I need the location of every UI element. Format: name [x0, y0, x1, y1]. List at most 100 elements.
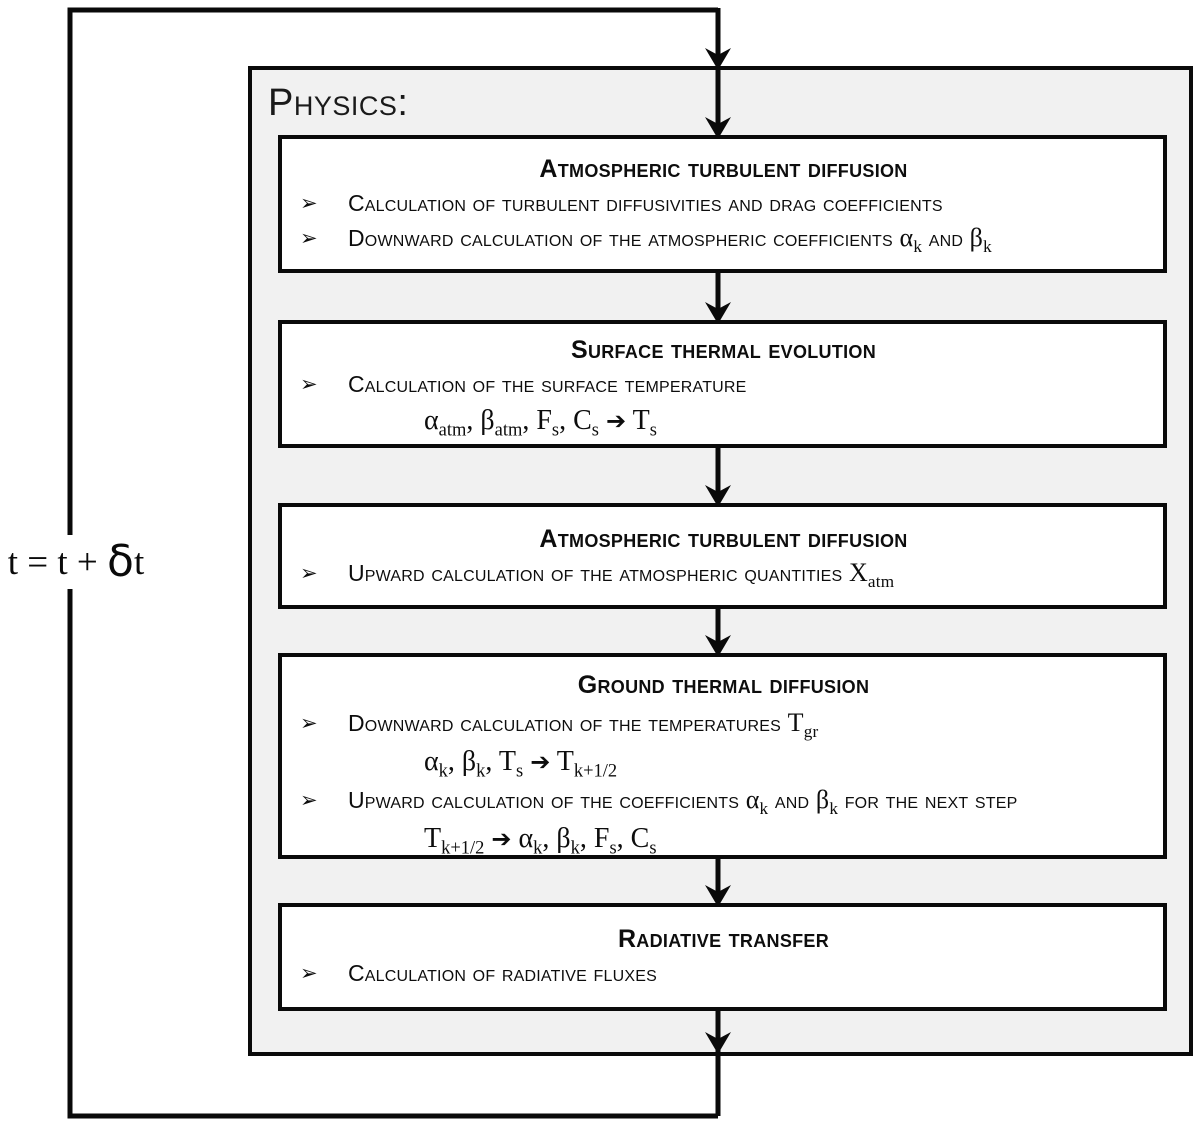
box-title: Radiative transfer	[617, 925, 830, 953]
symbol-t-gr: Tgr	[787, 708, 819, 740]
text-segment: Downward calculation of the atmospheric …	[348, 225, 900, 251]
text-segment: for the next step	[838, 787, 1018, 813]
symbol: α	[745, 785, 760, 814]
subscript: s	[609, 837, 617, 858]
formula-surface-temperature: αatm, βatm, Fs, Cs ➔ Ts	[424, 402, 1147, 440]
text-segment: Upward calculation of the coefficients	[348, 787, 746, 813]
formula-segment: , F	[579, 823, 610, 854]
formula-segment: ,	[466, 405, 481, 436]
subscript: k	[913, 237, 923, 257]
symbol-beta: βk	[969, 223, 992, 255]
formula-segment: T	[424, 823, 442, 854]
symbol: β	[815, 785, 830, 814]
formula-downward-temperatures: αk, βk, Ts ➔ Tk+1/2	[424, 743, 1147, 781]
text-segment: Calculation of the surface temperature	[348, 371, 747, 397]
box-atmospheric-turbulent-diffusion-down: Atmospheric turbulent diffusion ➢ Calcula…	[278, 135, 1167, 273]
right-arrow-icon: ➔	[530, 748, 551, 776]
subscript: atm	[867, 572, 895, 592]
bullet-item: ➢ Calculation of radiative fluxes	[300, 956, 1147, 991]
bullet-arrow-icon: ➢	[300, 191, 318, 215]
bullet-arrow-icon: ➢	[300, 711, 318, 735]
subscript: k	[829, 799, 839, 819]
bullet-text: Downward calculation of the temperatures…	[348, 704, 818, 742]
subscript: s	[649, 837, 657, 858]
symbol-alpha: αk	[745, 785, 769, 817]
subscript: k	[570, 837, 580, 858]
subscript: k+1/2	[441, 837, 485, 858]
bullet-arrow-icon: ➢	[300, 961, 318, 985]
formula-segment: ,	[542, 823, 557, 854]
physics-container: Physics: Atmospheric turbulent diffusion…	[248, 66, 1193, 1056]
bullet-arrow-icon: ➢	[300, 561, 318, 585]
box-title: Atmospheric turbulent diffusion	[539, 155, 908, 183]
bullet-item: ➢ Upward calculation of the coefficients …	[300, 781, 1147, 820]
formula-segment: T	[550, 746, 574, 777]
formula-segment: T	[626, 405, 650, 436]
bullet-text: Calculation of the surface temperature	[348, 367, 747, 401]
formula-upward-coefficients: Tk+1/2 ➔ αk, βk, Fs, Cs	[424, 820, 1147, 858]
text-segment: Downward calculation of the temperatures	[348, 710, 788, 736]
time-increment-post: t	[133, 541, 145, 583]
bullet-arrow-icon: ➢	[300, 372, 318, 396]
symbol: T	[787, 708, 804, 737]
subscript: atm	[494, 419, 523, 440]
bullet-text: Calculation of radiative fluxes	[348, 956, 657, 990]
bullet-item: ➢ Calculation of the surface temperature	[300, 367, 1147, 402]
box-atmospheric-turbulent-diffusion-up: Atmospheric turbulent diffusion ➢ Upward …	[278, 503, 1167, 609]
bullet-text: Downward calculation of the atmospheric …	[348, 221, 992, 255]
formula-segment: , F	[522, 405, 552, 436]
text-segment: Calculation of turbulent diffusivities a…	[348, 190, 943, 216]
time-increment-pre: t = t +	[7, 541, 108, 583]
text-segment: and	[922, 225, 970, 251]
subscript: k	[983, 237, 992, 257]
symbol-beta: βk	[815, 785, 838, 817]
formula-segment: , C	[559, 405, 592, 436]
formula-segment: α	[424, 746, 439, 777]
subscript: k	[438, 760, 448, 781]
box-title: Ground thermal diffusion	[577, 671, 870, 699]
text-segment: and	[768, 787, 816, 813]
box-radiative-transfer: Radiative transfer ➢ Calculation of radia…	[278, 903, 1167, 1011]
bullet-item: ➢Downward calculation of the atmospheric…	[300, 221, 1147, 256]
formula-segment: , C	[616, 823, 650, 854]
bullet-item: ➢ Upward calculation of the atmospheric q…	[300, 556, 1147, 591]
box-ground-thermal-diffusion: Ground thermal diffusion ➢ Downward calcu…	[278, 653, 1167, 859]
bullet-text: Calculation of turbulent diffusivities a…	[348, 186, 943, 220]
bullet-item: ➢ Calculation of turbulent diffusivities …	[300, 186, 1147, 221]
subscript: k	[476, 760, 486, 781]
formula-segment: α	[518, 823, 534, 854]
subscript: k	[759, 799, 769, 819]
subscript: atm	[438, 419, 467, 440]
right-arrow-icon: ➔	[491, 825, 512, 853]
box-title: Atmospheric turbulent diffusion	[539, 525, 908, 553]
subscript: s	[591, 419, 599, 440]
subscript: k	[533, 837, 543, 858]
symbol: X	[848, 558, 868, 587]
formula-segment: β	[480, 405, 495, 436]
right-arrow-icon: ➔	[605, 407, 627, 435]
formula-segment: β	[556, 823, 571, 854]
bullet-text: Upward calculation of the atmospheric qu…	[348, 556, 894, 590]
text-segment: Calculation of radiative fluxes	[348, 960, 657, 986]
symbol: α	[899, 223, 914, 252]
formula-segment: ,	[447, 746, 462, 777]
box-title: Surface thermal evolution	[570, 336, 877, 364]
formula-segment	[599, 405, 606, 436]
formula-segment: , T	[485, 746, 516, 777]
formula-segment: β	[461, 746, 477, 777]
subscript: k+1/2	[573, 760, 618, 781]
text-segment: Upward calculation of the atmospheric qu…	[348, 560, 849, 586]
symbol: β	[969, 223, 984, 252]
symbol-x-atm: Xatm	[848, 558, 894, 590]
bullet-item: ➢ Downward calculation of the temperature…	[300, 704, 1147, 743]
symbol-alpha: αk	[899, 223, 923, 255]
bullet-text: Upward calculation of the coefficients α…	[348, 781, 1018, 819]
box-surface-thermal-evolution: Surface thermal evolution ➢ Calculation o…	[278, 320, 1167, 448]
physics-label: Physics:	[268, 82, 409, 124]
formula-segment: α	[424, 405, 439, 436]
subscript: s	[649, 419, 657, 440]
subscript: gr	[803, 722, 819, 742]
bullet-arrow-icon: ➢	[300, 788, 318, 812]
